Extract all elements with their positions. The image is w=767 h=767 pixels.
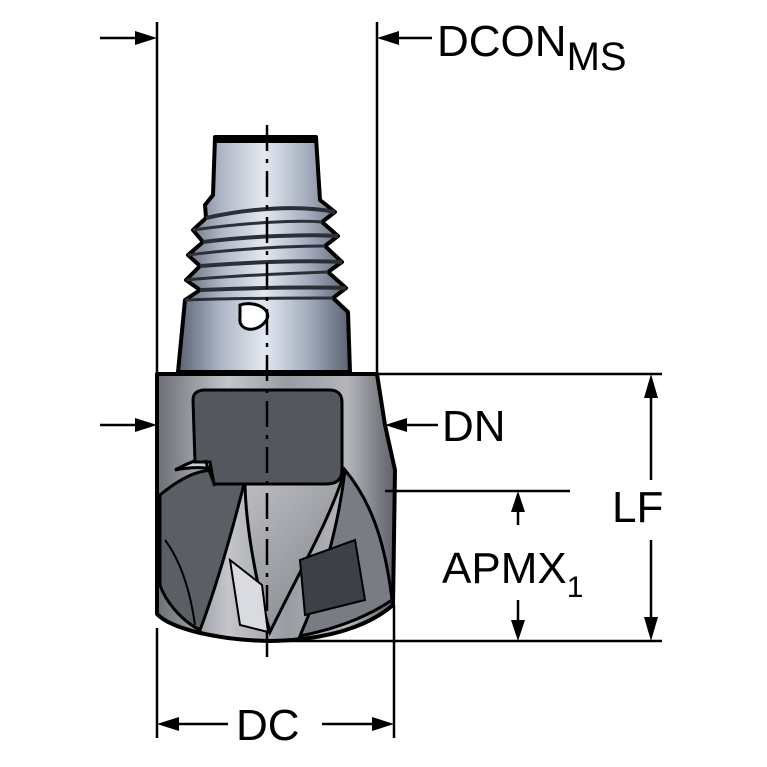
shank bbox=[176, 135, 352, 374]
apmx-label: APMX bbox=[442, 544, 567, 593]
lf-label: LF bbox=[612, 483, 663, 532]
dc-label: DC bbox=[236, 701, 300, 750]
svg-text:DCONMS: DCONMS bbox=[437, 17, 627, 79]
svg-text:APMX1: APMX1 bbox=[442, 544, 583, 604]
dcon-label: DCON bbox=[437, 17, 567, 66]
dn-label: DN bbox=[442, 402, 506, 451]
dcon-subscript: MS bbox=[567, 35, 627, 79]
apmx-subscript: 1 bbox=[567, 571, 584, 604]
cutting-head bbox=[155, 372, 397, 643]
extension-lines bbox=[155, 22, 662, 738]
dimension-arrows bbox=[100, 31, 658, 731]
